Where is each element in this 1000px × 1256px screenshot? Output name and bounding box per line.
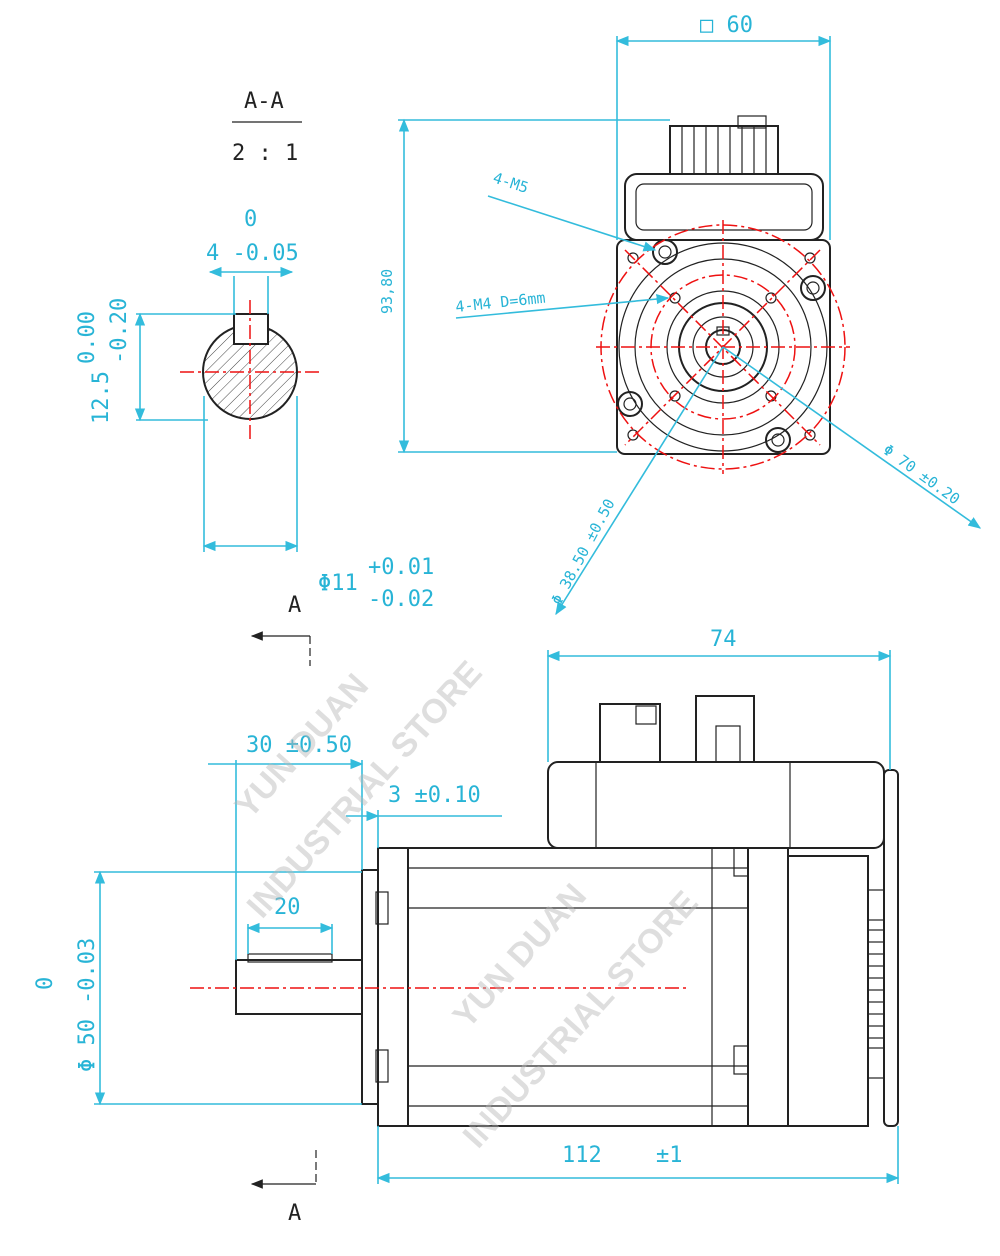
boss-38-label: Φ 38.50 ±0.50	[548, 496, 619, 608]
flange-square-label: □ 60	[700, 13, 753, 38]
pilot-dia-tol-bottom: -0.03	[75, 938, 100, 1004]
shaft-dia-tol-bottom: -0.02	[368, 587, 434, 612]
total-len-tol: ±1	[656, 1143, 683, 1168]
m4-label: 4-M4 D=6mm	[455, 289, 547, 316]
cooling-fins	[868, 929, 884, 1039]
encoder-connector	[695, 695, 755, 763]
front-view: □ 60 93,80 4-M5 4-M4 D=6mm Φ 70 ±0.20 Φ …	[378, 13, 982, 616]
encoder-housing	[787, 855, 869, 1127]
cut-label-bottom: A	[288, 1201, 301, 1226]
pcd-70-label: Φ 70 ±0.20	[880, 441, 964, 509]
corner-bolt-holes	[617, 239, 826, 453]
key-slot	[233, 313, 269, 345]
pilot-dia-tol-top: 0	[33, 977, 58, 990]
section-view: A-A 2 : 1 0 4 -0.05 12.5 0.00 -0.20 Φ11	[75, 89, 434, 612]
pilot-dia-label: Φ 50	[75, 1019, 100, 1072]
key-height-tol-bottom: -0.20	[107, 298, 132, 364]
power-connector	[599, 703, 661, 763]
total-len-label: 112	[562, 1143, 602, 1168]
pilot-len-3-label: 3 ±0.10	[388, 783, 481, 808]
key-width-label: 4 -0.05	[206, 241, 299, 266]
shaft-side	[235, 959, 363, 1015]
key-height-label: 12.5	[89, 371, 114, 424]
section-scale: 2 : 1	[232, 141, 298, 166]
m5-label: 4-M5	[491, 169, 531, 197]
shaft-dia-tol-top: +0.01	[368, 555, 434, 580]
shaft-len-30-label: 30 ±0.50	[246, 733, 352, 758]
section-title: A-A	[244, 89, 284, 114]
side-view: A A	[33, 593, 900, 1226]
watermark-line2-b: INDUSTRIAL STORE	[456, 884, 706, 1156]
cut-label-top: A	[288, 593, 301, 618]
encoder-cover-side	[547, 761, 885, 849]
flange-side	[377, 847, 409, 1127]
body-74-label: 74	[710, 627, 737, 652]
key-width-tol-top: 0	[244, 207, 257, 232]
front-connector	[669, 125, 779, 175]
key-side	[247, 953, 333, 963]
key-len-20-label: 20	[274, 895, 301, 920]
height-label: 93,80	[378, 269, 396, 314]
shaft-dia-label: Φ11	[318, 571, 358, 596]
key-height-tol-top: 0.00	[75, 311, 100, 364]
encoder-end-cap	[883, 769, 899, 1127]
